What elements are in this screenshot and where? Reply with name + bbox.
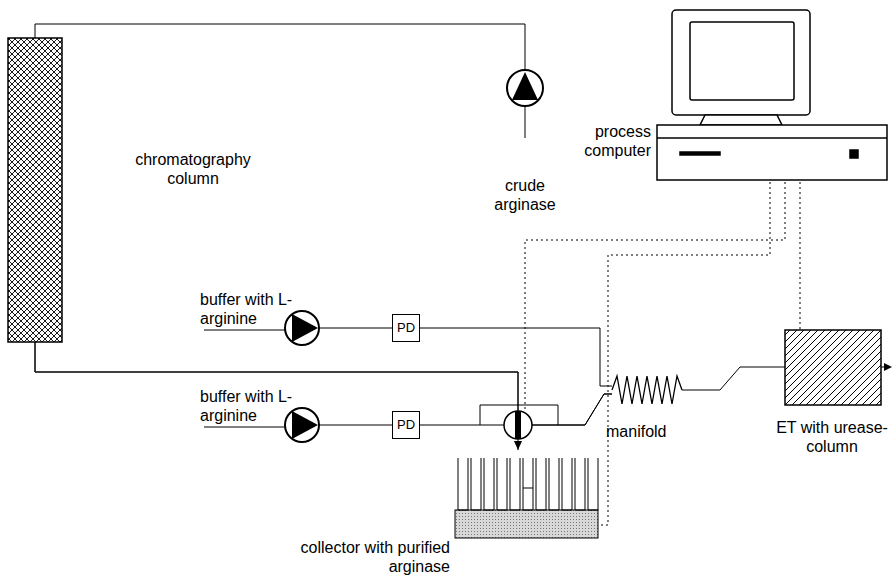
switching-valve-symbol <box>504 411 532 439</box>
pump-symbol <box>525 106 526 138</box>
chromatography-column: chromatography column <box>8 38 62 342</box>
electrochemical-transducer-symbol <box>785 330 892 405</box>
collector-tube <box>575 458 585 510</box>
pump-symbol <box>512 72 538 100</box>
switching-valve-symbol <box>480 405 558 439</box>
pressure-damper-box: PD <box>392 314 420 342</box>
pump: buffer with L-arginine <box>285 311 319 345</box>
flow-line <box>35 342 518 450</box>
node-label: buffer with L-arginine <box>200 290 300 328</box>
pump-symbol <box>507 70 543 106</box>
process-computer-symbol <box>657 10 887 180</box>
chromatography-column-symbol <box>8 38 62 342</box>
manifold: manifold <box>612 375 682 405</box>
flow-line <box>319 328 392 329</box>
dotted-control-line <box>525 182 785 412</box>
node-label: ET with urease-column <box>776 418 888 456</box>
process-computer: process computer <box>655 10 890 182</box>
process-computer-symbol <box>700 115 782 125</box>
box-label: PD <box>393 417 419 432</box>
box-label: PD <box>393 320 419 335</box>
pump: buffer with L-arginine <box>285 408 319 442</box>
switching-valve-symbol <box>515 411 521 439</box>
manifold-coil <box>612 376 682 404</box>
pump-symbol <box>204 427 285 428</box>
dotted-control-line <box>525 182 785 412</box>
coil-winding <box>612 376 682 404</box>
collector-tube <box>458 458 468 510</box>
chromatography-column-symbol <box>8 38 62 342</box>
node-label: buffer with L-arginine <box>200 387 300 425</box>
pump-symbol <box>204 70 543 442</box>
process-computer-symbol <box>680 152 720 155</box>
pump-symbol <box>292 411 318 439</box>
collector-tube <box>536 458 546 510</box>
pressure-damper-box: PD <box>392 411 420 439</box>
control-line <box>800 182 801 330</box>
flow-line <box>682 367 785 390</box>
pump: crude arginase <box>506 69 544 107</box>
fraction-collector-symbol <box>455 510 598 538</box>
electrochemical-transducer: ET with urease-column <box>785 330 881 405</box>
collector-tube <box>562 458 572 510</box>
node-label: manifold <box>606 422 696 441</box>
flow-line <box>420 328 612 386</box>
electrochemical-transducer-symbol <box>785 330 881 405</box>
electrochemical-transducer-symbol <box>884 363 892 371</box>
process-computer-symbol <box>657 137 887 139</box>
collector-tube <box>549 458 559 510</box>
flow-line <box>35 24 525 69</box>
pump-symbol <box>204 330 285 331</box>
collector-tube <box>484 458 494 510</box>
collector-tube <box>510 458 520 510</box>
node-label: process computer <box>556 122 651 160</box>
fill-level <box>523 488 533 489</box>
process-computer-symbol <box>657 125 887 180</box>
process-computer-symbol <box>690 22 794 100</box>
node-label: chromatography column <box>118 150 268 188</box>
flow-line <box>319 425 392 426</box>
control-line <box>598 182 770 525</box>
collector-tube <box>588 458 598 510</box>
fraction-collector: collector with purified arginase <box>455 450 598 538</box>
process-computer-symbol <box>672 10 810 115</box>
node-label: collector with purified arginase <box>262 538 450 576</box>
node-label: crude arginase <box>478 176 572 214</box>
pump-symbol <box>285 408 319 442</box>
pump-symbol <box>285 311 319 345</box>
pump-symbol <box>292 314 318 342</box>
fraction-collector-symbol <box>455 458 598 538</box>
collector-tube <box>523 458 533 510</box>
collector-tube <box>471 458 481 510</box>
collector-tube <box>497 458 507 510</box>
process-computer-symbol <box>850 150 858 158</box>
